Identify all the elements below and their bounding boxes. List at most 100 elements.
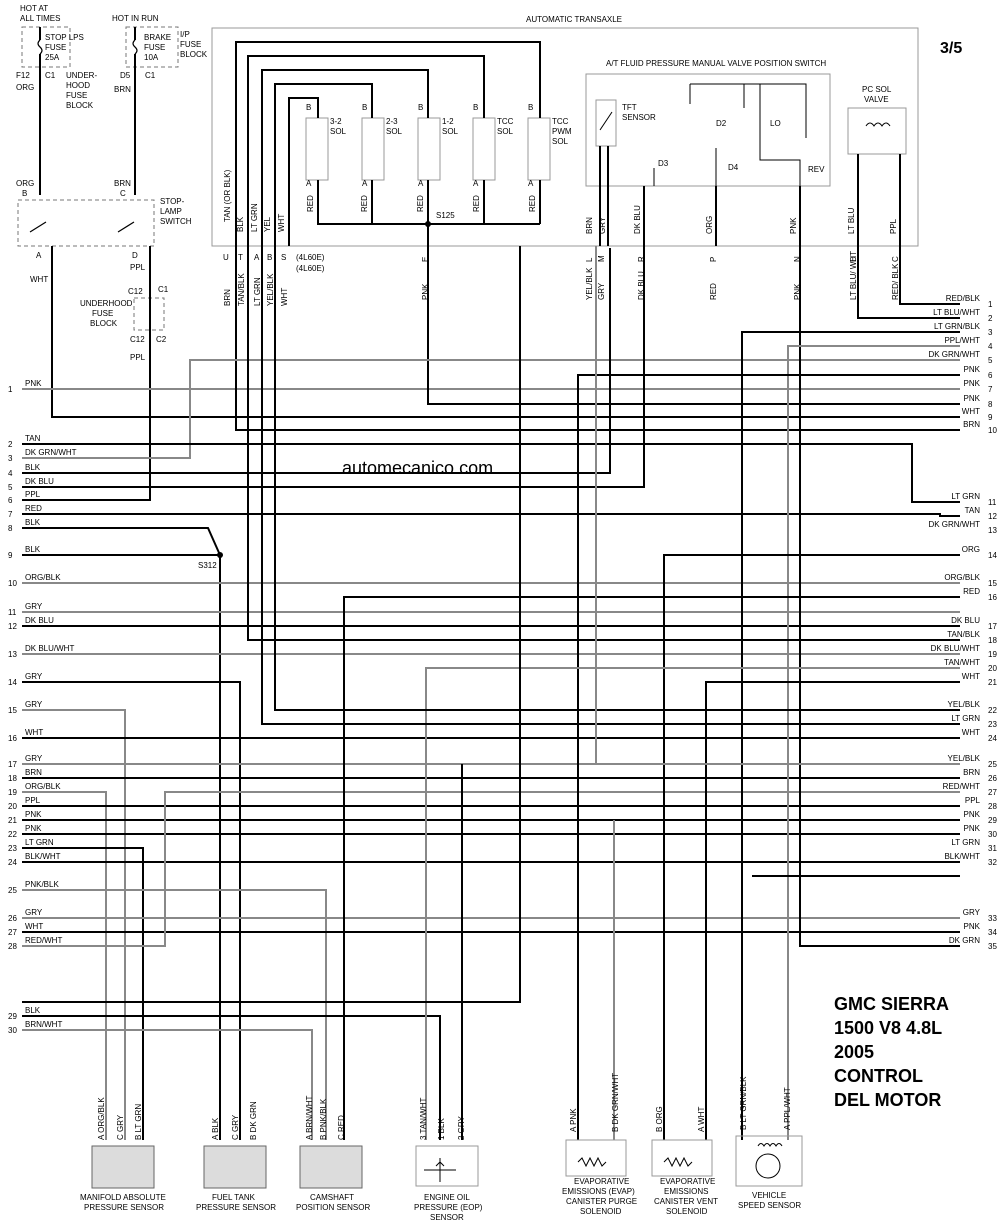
left-row-number: 17 [8, 760, 17, 769]
right-row-color: WHT [962, 672, 980, 681]
connector-wire-color: YEL/BLK [585, 267, 594, 300]
right-row-number: 20 [988, 664, 997, 673]
connector-wire-color: BRN [223, 289, 232, 306]
sensor-camshaft: A BRN/WHT B PNK/BLK C RED CAMSHAFT POSIT… [296, 1095, 370, 1212]
switch-leads [643, 186, 801, 246]
valve-switch-label: A/T FLUID PRESSURE MANUAL VALVE POSITION… [606, 59, 826, 68]
evap-vent-name-1: EVAPORATIVE [660, 1177, 715, 1186]
ftp-pin-a: A BLK [211, 1117, 220, 1140]
right-row-number: 25 [988, 760, 997, 769]
underhood-label-2: HOOD [66, 81, 90, 90]
right-row-number: 22 [988, 706, 997, 715]
left-row-number: 9 [8, 551, 13, 560]
solenoid-2-3: B 2-3 SOL A [361, 103, 403, 188]
evap-vent-name-2: EMISSIONS [664, 1187, 708, 1196]
ftp-name-2: PRESSURE SENSOR [196, 1203, 276, 1212]
left-row-color: PNK [25, 824, 42, 833]
right-row-number: 3 [988, 328, 993, 337]
ppl-wire-to-row-6 [22, 246, 151, 501]
solenoid-evap-vent: B ORG A WHT EVAPORATIVE EMISSIONS CANIST… [651, 1106, 718, 1216]
right-row-color: BRN [963, 768, 980, 777]
title-line-5: DEL MOTOR [834, 1090, 941, 1110]
inner-wire-tan-blk: TAN (OR BLK) [223, 169, 232, 222]
left-row-color: DK BLU [25, 616, 54, 625]
sol-tcc-name-2: SOL [497, 127, 514, 136]
gry-row14 [22, 681, 241, 1140]
left-row-number: 3 [8, 454, 13, 463]
tr-wire-gry: GRY [598, 216, 607, 234]
dkgrnwht-left3-right5 [22, 359, 960, 459]
sol-tcc-name: TCC [497, 117, 514, 126]
connector-wire-color: RED [709, 283, 718, 300]
hot-all-times-label-2: ALL TIMES [20, 14, 60, 23]
right-row-color: ORG/BLK [944, 573, 980, 582]
connector-c1c: C1 [158, 285, 169, 294]
tft-leads [599, 146, 609, 246]
right-row-color: LT GRN [951, 714, 980, 723]
eop-name-3: SENSOR [430, 1213, 464, 1222]
pc-sol-label-2: VALVE [864, 95, 889, 104]
brake-fuse-rating: 10A [144, 53, 159, 62]
sol-3-2-name-2: SOL [330, 127, 347, 136]
code-4l60e-1: (4L60E) [296, 253, 325, 262]
left-row-number: 20 [8, 802, 17, 811]
left-row-color: DK GRN/WHT [25, 448, 77, 457]
left-row-color: BLK [25, 545, 41, 554]
connector-wire-color: LT BLU/ WHT [849, 251, 858, 300]
hot-all-times-label-1: HOT AT [20, 4, 48, 13]
left-row-number: 4 [8, 469, 13, 478]
left-row-color: RED/WHT [25, 936, 62, 945]
solenoid-3-2: B 3-2 SOL A [305, 103, 347, 188]
switch-ppl-label: PPL [130, 263, 146, 272]
left-row-number: 21 [8, 816, 17, 825]
right-row-number: 31 [988, 844, 997, 853]
eop-name-1: ENGINE OIL [424, 1193, 470, 1202]
pc-sol-box [847, 107, 907, 155]
right-row-color: PNK [964, 824, 981, 833]
sol-2-3-pin-b: B [362, 103, 367, 112]
sol-3-2-pin-b: B [306, 103, 311, 112]
right-row-color: PNK [964, 379, 981, 388]
tan-left2-ltgrn-right11 [22, 443, 960, 503]
connector-wire-color: DK BLU [637, 271, 646, 300]
right-row-color: DK BLU [951, 616, 980, 625]
stop-lamp-switch-label-1: STOP- [160, 197, 185, 206]
left-row-number: 24 [8, 858, 17, 867]
brake-fuse-icon [132, 39, 138, 55]
wht-sol-wire [288, 97, 319, 246]
sol-1-2-name: 1-2 [442, 117, 454, 126]
tft-sensor-box [595, 99, 617, 147]
right-row-number: 24 [988, 734, 997, 743]
left-row-color: BLK [25, 463, 41, 472]
evap-vent-pin-a: A WHT [697, 1107, 706, 1132]
right-row-number: 10 [988, 426, 997, 435]
connector-c12b: C12 [130, 335, 145, 344]
left-row-number: 13 [8, 650, 17, 659]
left-row-number: 1 [8, 385, 13, 394]
redwht-row28 [22, 791, 960, 947]
left-row-color: WHT [25, 728, 43, 737]
vss-coil-icon [757, 1143, 783, 1147]
connector-pin-label: D [849, 256, 858, 262]
left-row-number: 6 [8, 496, 13, 505]
red-return-wires [317, 180, 541, 246]
left-row-color: DK BLU/WHT [25, 644, 74, 653]
right-row-number: 2 [988, 314, 993, 323]
red-label-3: RED [416, 195, 425, 212]
pnk-row-to-s125 [22, 246, 521, 1003]
connector-d5-label: D5 [120, 71, 131, 80]
cmp-name-1: CAMSHAFT [310, 1193, 354, 1202]
watermark: automecanico.com [342, 458, 493, 478]
harness-wires: S312 [22, 246, 960, 1140]
eop-pin-3: 3 TAN/WHT [419, 1098, 428, 1140]
right-row-number: 6 [988, 371, 993, 380]
right-row-color: DK GRN/WHT [928, 350, 980, 359]
sol-3-2-pin-a: A [306, 179, 312, 188]
sol-pwm-name-2: PWM [552, 127, 572, 136]
sol-2-3-pin-a: A [362, 179, 368, 188]
left-row-color: PNK [25, 810, 42, 819]
right-row-number: 30 [988, 830, 997, 839]
right-row-color: LT GRN [951, 838, 980, 847]
